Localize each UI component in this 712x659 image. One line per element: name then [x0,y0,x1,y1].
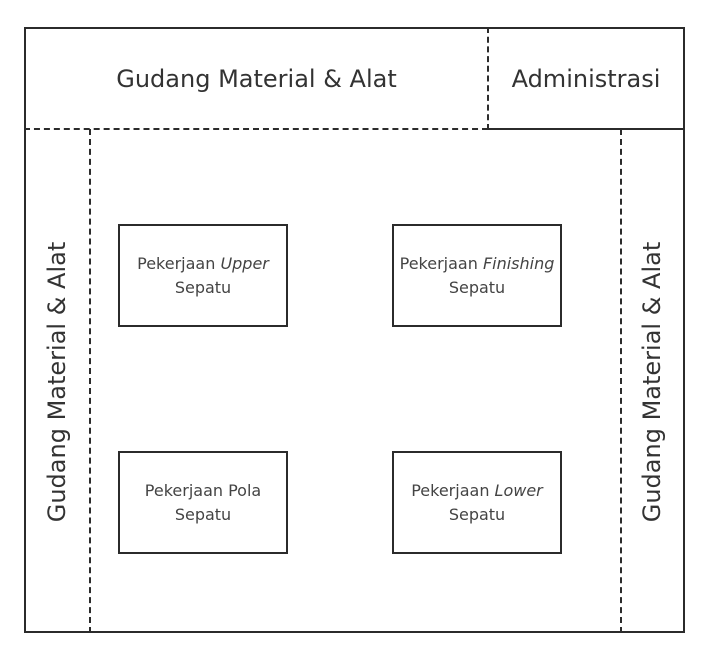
top-storage-divider [24,128,488,130]
pattern-work-title: Pekerjaan Pola [144,480,262,500]
finishing-work-prefix: Pekerjaan [399,253,483,273]
administration-area [487,27,685,130]
right-storage-label: Gudang Material & Alat [638,241,666,523]
lower-work-area: Pekerjaan Lower Sepatu [392,451,562,554]
right-storage-divider [620,129,622,633]
upper-work-emphasis: Upper [220,253,269,273]
upper-work-area: Pekerjaan Upper Sepatu [118,224,288,327]
left-storage-divider [89,129,91,633]
finishing-work-emphasis: Finishing [482,253,555,273]
left-storage-label: Gudang Material & Alat [43,241,71,523]
pattern-work-suffix: Sepatu [174,504,232,524]
finishing-work-title: Pekerjaan Finishing [400,252,555,276]
administration-label: Administrasi [511,64,661,93]
lower-work-suffix: Sepatu [448,504,506,524]
lower-work-emphasis: Lower [494,480,543,500]
upper-work-prefix: Pekerjaan [137,253,221,273]
upper-work-suffix: Sepatu [174,277,232,297]
top-storage-label: Gudang Material & Alat [116,64,397,93]
upper-work-title: Pekerjaan Upper [137,252,269,276]
finishing-work-area: Pekerjaan Finishing Sepatu [392,224,562,327]
lower-work-title: Pekerjaan Lower [411,479,543,503]
lower-work-prefix: Pekerjaan [411,480,495,500]
pattern-work-area: Pekerjaan Pola Sepatu [118,451,288,554]
layout-outer-boundary [24,27,685,633]
finishing-work-suffix: Sepatu [448,277,506,297]
